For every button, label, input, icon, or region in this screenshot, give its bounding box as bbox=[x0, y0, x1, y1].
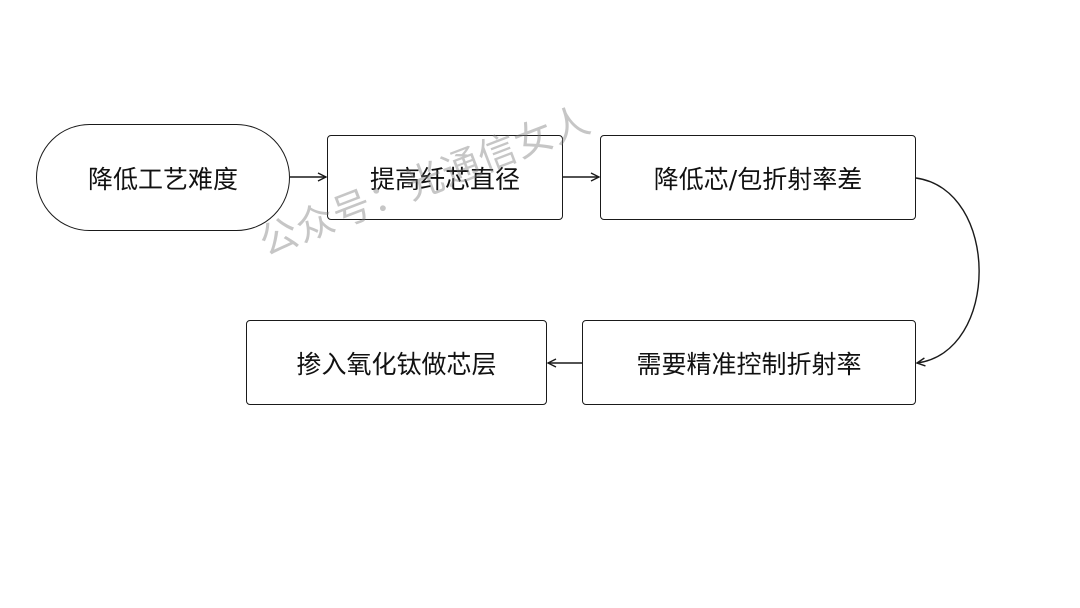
node-label: 降低芯/包折射率差 bbox=[653, 164, 863, 194]
node-label: 需要精准控制折射率 bbox=[636, 349, 862, 379]
node-label: 降低工艺难度 bbox=[87, 164, 238, 194]
node-reduce-index-difference: 降低芯/包折射率差 bbox=[600, 135, 916, 220]
start-node-reduce-process-difficulty: 降低工艺难度 bbox=[36, 124, 290, 231]
node-increase-core-diameter: 提高纤芯直径 bbox=[327, 135, 563, 220]
edge-n3-n4 bbox=[916, 177, 980, 363]
node-label: 提高纤芯直径 bbox=[369, 164, 520, 194]
node-label: 掺入氧化钛做芯层 bbox=[296, 349, 497, 379]
node-titanium-oxide-core: 掺入氧化钛做芯层 bbox=[246, 320, 547, 405]
node-precise-index-control: 需要精准控制折射率 bbox=[582, 320, 916, 405]
